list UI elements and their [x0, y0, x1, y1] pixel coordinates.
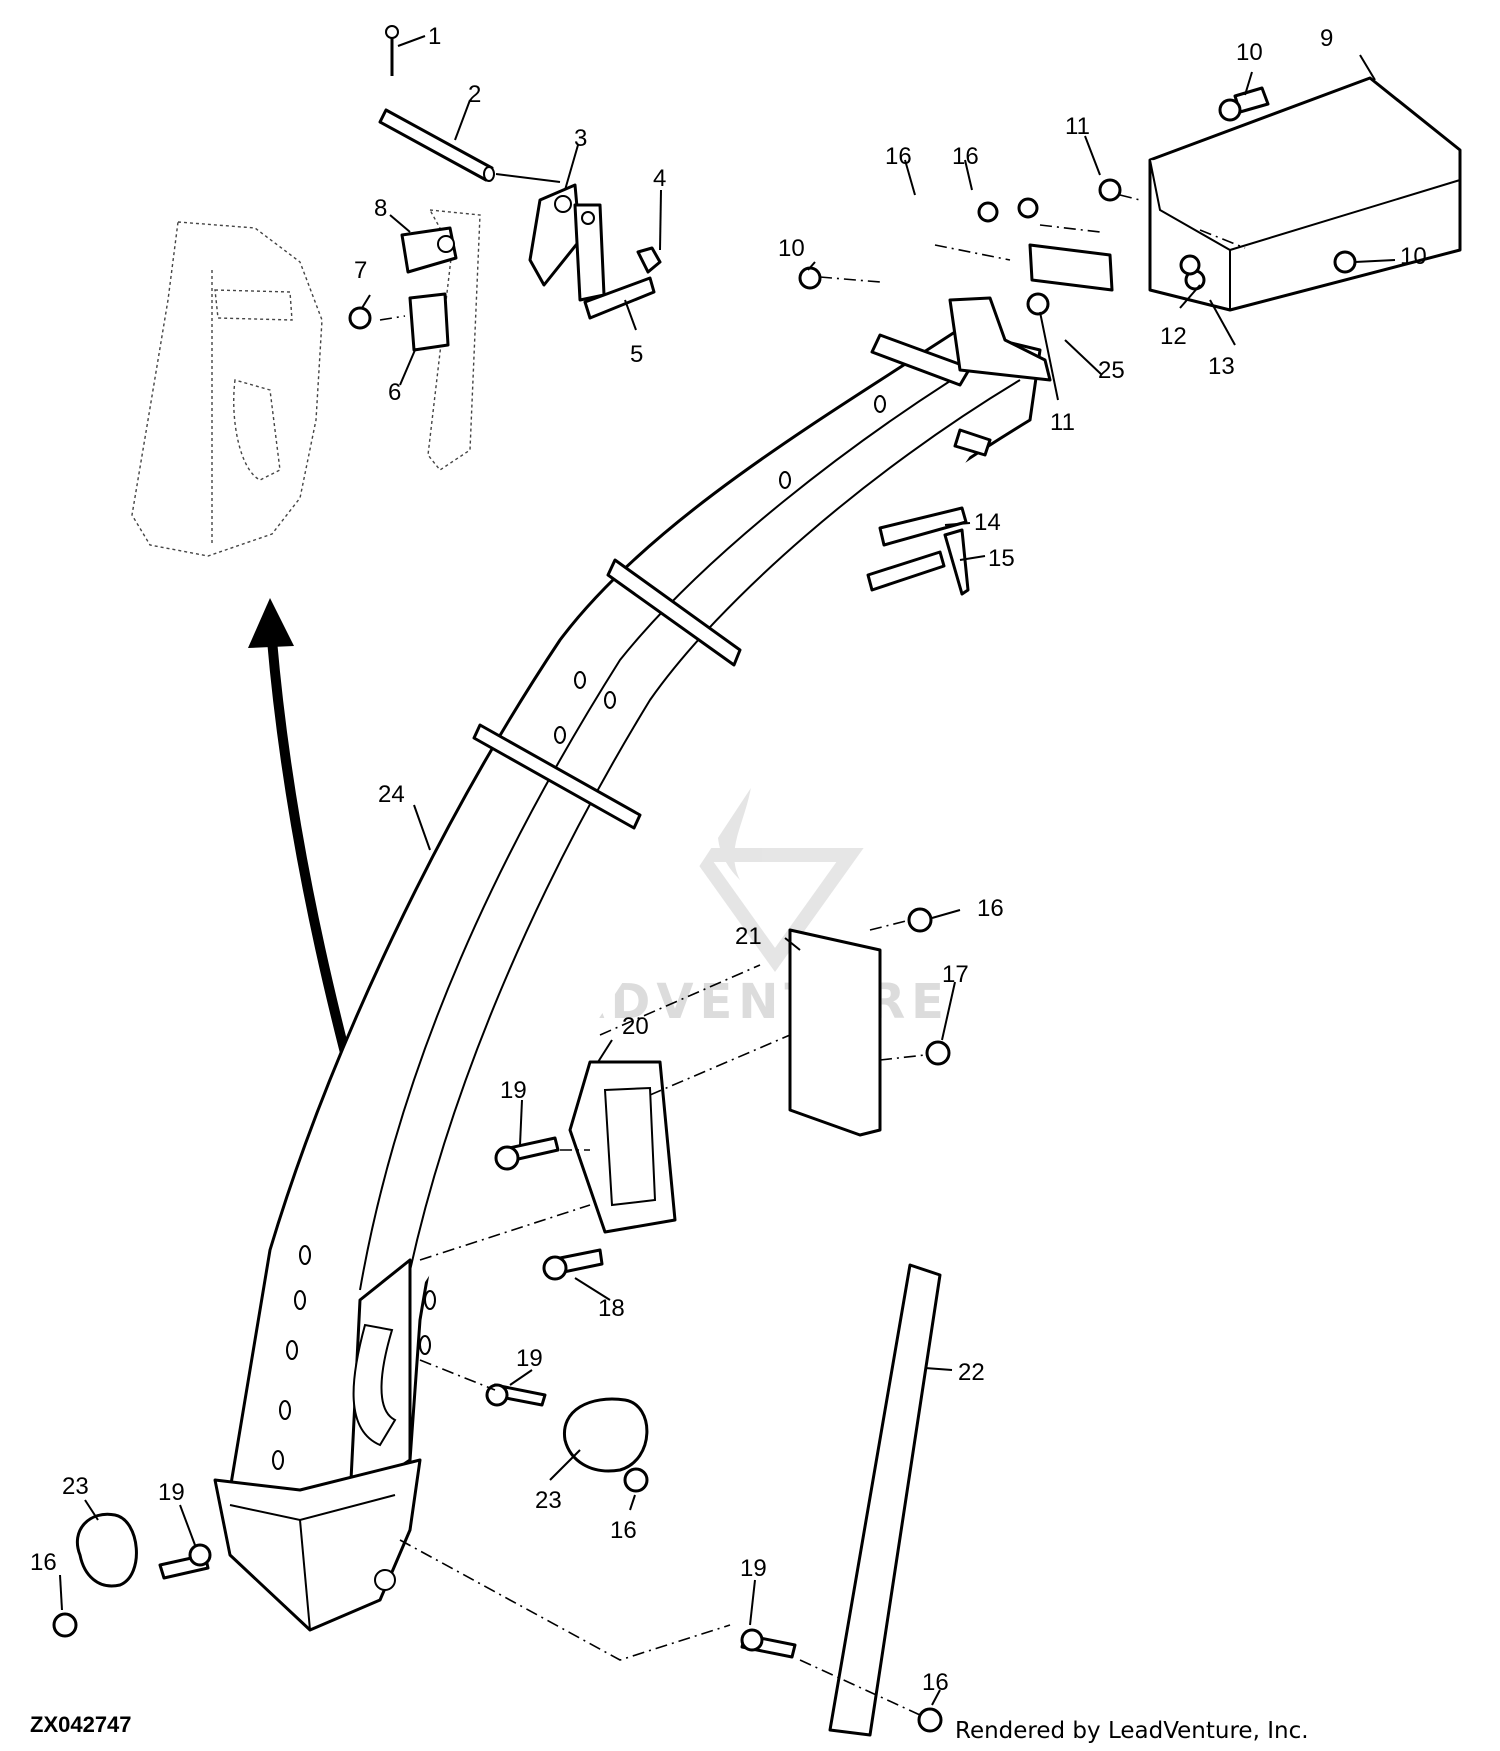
callout-19a: 19 [500, 1077, 527, 1104]
upper-right-parts [798, 76, 1462, 596]
callout-leaders [59, 35, 1396, 1706]
callout-numbers: 1 2 3 4 5 6 7 8 9 10 10 10 11 11 12 13 1… [30, 23, 1427, 1696]
callout-16b: 16 [952, 143, 979, 170]
callout-15: 15 [988, 545, 1015, 572]
lower-parts [52, 1263, 943, 1737]
callout-6: 6 [388, 379, 401, 406]
callout-1: 1 [428, 23, 441, 50]
callout-3: 3 [574, 125, 587, 152]
callout-25: 25 [1098, 357, 1125, 384]
callout-16c: 16 [977, 895, 1004, 922]
callout-12: 12 [1160, 323, 1187, 350]
callout-16f: 16 [922, 1669, 949, 1696]
middle-parts [419, 907, 951, 1281]
seat-ghost-outline [131, 209, 481, 557]
rops-frame [213, 328, 1042, 1632]
callout-10c: 10 [1400, 243, 1427, 270]
callout-18: 18 [598, 1295, 625, 1322]
callout-17: 17 [942, 961, 969, 988]
callout-19c: 19 [158, 1479, 185, 1506]
callout-23a: 23 [62, 1473, 89, 1500]
callout-21: 21 [735, 923, 762, 950]
callout-10b: 10 [778, 235, 805, 262]
callout-20: 20 [622, 1013, 649, 1040]
callout-11b: 11 [1050, 409, 1075, 436]
callout-22: 22 [958, 1359, 985, 1386]
callout-11a: 11 [1065, 113, 1090, 140]
callout-19b: 19 [516, 1345, 543, 1372]
callout-24: 24 [378, 781, 405, 808]
callout-5: 5 [630, 341, 643, 368]
callout-9: 9 [1320, 25, 1333, 52]
callout-23b: 23 [535, 1487, 562, 1514]
drawing-id-label: ZX042747 [30, 1712, 132, 1737]
render-credit: Rendered by LeadVenture, Inc. [955, 1718, 1309, 1744]
callout-16d: 16 [610, 1517, 637, 1544]
callout-13: 13 [1208, 353, 1235, 380]
callout-4: 4 [653, 165, 666, 192]
callout-7: 7 [354, 257, 367, 284]
callout-19d: 19 [740, 1555, 767, 1582]
callout-10a: 10 [1236, 39, 1263, 66]
top-left-parts [348, 25, 662, 352]
callout-8: 8 [374, 195, 387, 222]
callout-16a: 16 [885, 143, 912, 170]
callout-14: 14 [974, 509, 1001, 536]
callout-16e: 16 [30, 1549, 57, 1576]
callout-2: 2 [468, 81, 481, 108]
